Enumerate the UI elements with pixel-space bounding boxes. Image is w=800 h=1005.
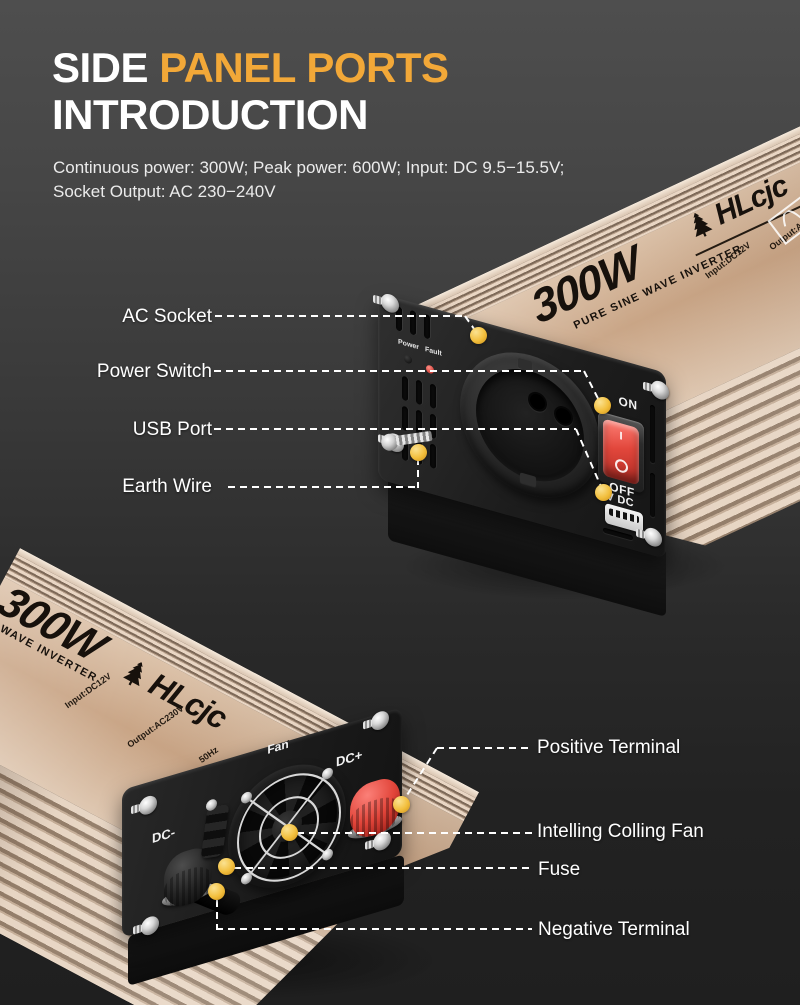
spec-subtitle: Continuous power: 300W; Peak power: 600W…	[53, 156, 564, 204]
leader-cooling-fan	[297, 832, 533, 834]
page-title: SIDE PANEL PORTS INTRODUCTION	[52, 44, 449, 138]
end-panel-screw-top-right	[371, 708, 389, 733]
leader-power-switch	[214, 370, 584, 372]
leader-negative-terminal-vert	[216, 900, 218, 928]
title-words-panel-ports: PANEL PORTS	[159, 44, 449, 91]
callout-negative-terminal: Negative Terminal	[538, 919, 690, 940]
callout-ac-socket: AC Socket	[122, 306, 212, 327]
inverter-top-body: 300W PURE SINE WAVE INVERTER HLcjc Input…	[393, 54, 800, 624]
leader-negative-terminal	[216, 928, 532, 930]
power-led-label: Power	[398, 338, 420, 352]
marker-negative-terminal	[208, 883, 225, 900]
dc-plus-label: DC+	[336, 746, 363, 770]
leader-fuse	[234, 867, 530, 869]
panel-screw-top-left	[381, 291, 399, 315]
leader-positive-terminal	[437, 747, 533, 749]
end-panel-screw-top-left	[139, 793, 157, 817]
leader-usb-port	[214, 428, 576, 430]
power-switch[interactable]: I	[603, 418, 639, 486]
subtitle-line1: Continuous power: 300W; Peak power: 600W…	[53, 158, 565, 177]
marker-cooling-fan	[281, 824, 298, 841]
sine-wave-icon	[767, 187, 800, 245]
subtitle-line2: Socket Output: AC 230−240V	[53, 182, 276, 202]
title-line1: SIDE PANEL PORTS	[52, 44, 449, 91]
callout-usb-port: USB Port	[132, 419, 212, 440]
dc-minus-label: DC-	[152, 824, 176, 847]
title-word-side: SIDE	[52, 44, 149, 91]
callout-power-switch: Power Switch	[96, 361, 212, 382]
side-slot-2	[650, 472, 655, 518]
callout-earth-wire: Earth Wire	[122, 476, 212, 497]
fuse-holder[interactable]	[200, 803, 230, 859]
switch-off-symbol	[614, 457, 628, 474]
switch-on-label: ON	[618, 393, 638, 413]
marker-power-switch	[594, 397, 611, 414]
side-slot-1	[650, 404, 655, 464]
marker-usb-port	[595, 484, 612, 501]
marker-fuse	[218, 858, 235, 875]
leader-ac-socket	[215, 315, 467, 317]
callout-cooling-fan: Intelling Colling Fan	[537, 821, 704, 842]
panel-screw-bottom-right	[644, 525, 662, 549]
leader-earth-wire-vert	[417, 458, 419, 488]
marker-ac-socket	[470, 327, 487, 344]
leader-earth-wire	[228, 486, 418, 488]
power-led	[404, 354, 412, 365]
marker-positive-terminal	[393, 796, 410, 813]
vent-slots-upper	[396, 305, 430, 340]
callout-positive-terminal: Positive Terminal	[537, 737, 681, 758]
earth-wire-bolt	[395, 430, 433, 446]
fault-led-label: Fault	[425, 346, 442, 358]
callout-fuse: Fuse	[538, 859, 581, 880]
switch-on-symbol: I	[619, 430, 623, 444]
marker-earth-wire	[410, 444, 427, 461]
title-line2: INTRODUCTION	[52, 91, 368, 139]
